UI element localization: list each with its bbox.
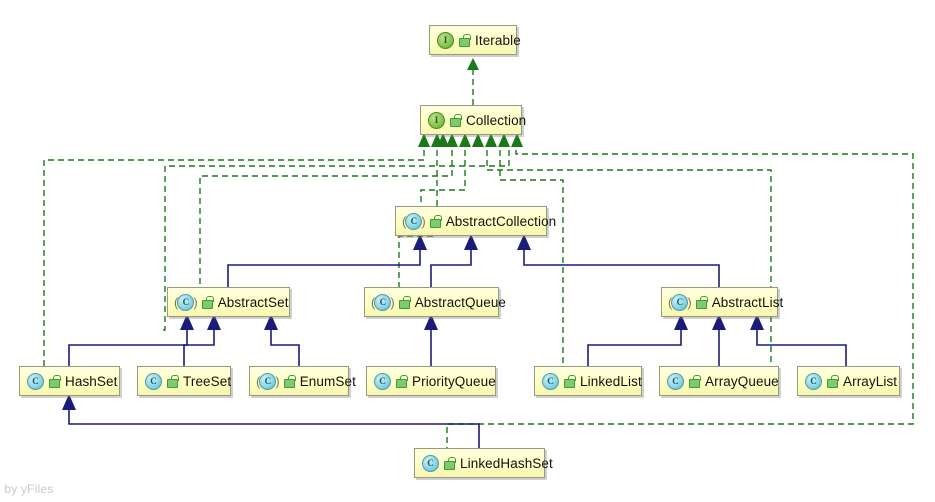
node-label: TreeSet (183, 373, 232, 389)
class-icon: C (805, 372, 822, 390)
abstract-class-icon: (C) (402, 212, 426, 230)
lock-icon (49, 375, 61, 388)
node-abstractset[interactable]: (C) AbstractSet (167, 287, 290, 317)
node-linkedlist[interactable]: C LinkedList (534, 366, 642, 396)
node-abstractlist[interactable]: (C) AbstractList (661, 287, 783, 317)
node-abstractqueue[interactable]: (C) AbstractQueue (364, 287, 506, 317)
node-label: ArrayList (843, 373, 898, 389)
lock-icon (695, 296, 708, 309)
node-label: AbstractSet (217, 294, 289, 310)
node-collection[interactable]: I Collection (420, 105, 526, 135)
node-hashset[interactable]: C HashSet (19, 366, 120, 396)
lock-icon (689, 375, 701, 388)
lock-icon (201, 296, 214, 309)
interface-icon: I (428, 111, 445, 129)
node-label: AbstractList (711, 294, 784, 310)
lock-icon (283, 375, 296, 388)
node-label: Iterable (475, 32, 521, 48)
node-label: AbstractQueue (414, 294, 507, 310)
lock-icon (827, 375, 839, 388)
lock-icon (396, 375, 408, 388)
node-label: EnumSet (299, 373, 356, 389)
lock-icon (398, 296, 411, 309)
lock-icon (450, 114, 462, 127)
node-label: HashSet (65, 373, 118, 389)
node-priorityqueue[interactable]: C PriorityQueue (366, 366, 496, 396)
node-label: ArrayQueue (705, 373, 779, 389)
abstract-class-icon: (C) (371, 293, 395, 311)
node-label: LinkedList (580, 373, 642, 389)
class-icon: C (374, 372, 391, 390)
node-label: AbstractCollection (445, 213, 557, 229)
inheritance-edges (68, 248, 847, 448)
node-label: PriorityQueue (412, 373, 496, 389)
watermark: ered by yFiles (0, 482, 54, 496)
lock-icon (444, 457, 456, 470)
class-icon: C (145, 372, 162, 390)
node-abstractcollection[interactable]: (C) AbstractCollection (395, 206, 556, 236)
node-label: LinkedHashSet (460, 455, 553, 471)
abstract-class-icon: (C) (668, 293, 692, 311)
abstract-class-icon: (C) (256, 372, 280, 390)
lock-icon (429, 215, 442, 228)
node-iterable[interactable]: I Iterable (429, 25, 521, 55)
node-enumset[interactable]: (C) EnumSet (249, 366, 356, 396)
class-icon: C (27, 372, 44, 390)
node-treeset[interactable]: C TreeSet (137, 366, 231, 396)
lock-icon (167, 375, 179, 388)
node-arrayqueue[interactable]: C ArrayQueue (659, 366, 779, 396)
node-label: Collection (466, 112, 527, 128)
lock-icon (459, 34, 471, 47)
class-icon: C (542, 372, 559, 390)
lock-icon (564, 375, 576, 388)
node-linkedhashset[interactable]: C LinkedHashSet (414, 448, 553, 478)
class-icon: C (422, 454, 439, 472)
interface-icon: I (437, 31, 454, 49)
class-icon: C (667, 372, 684, 390)
abstract-class-icon: (C) (174, 293, 198, 311)
node-arraylist[interactable]: C ArrayList (797, 366, 900, 396)
